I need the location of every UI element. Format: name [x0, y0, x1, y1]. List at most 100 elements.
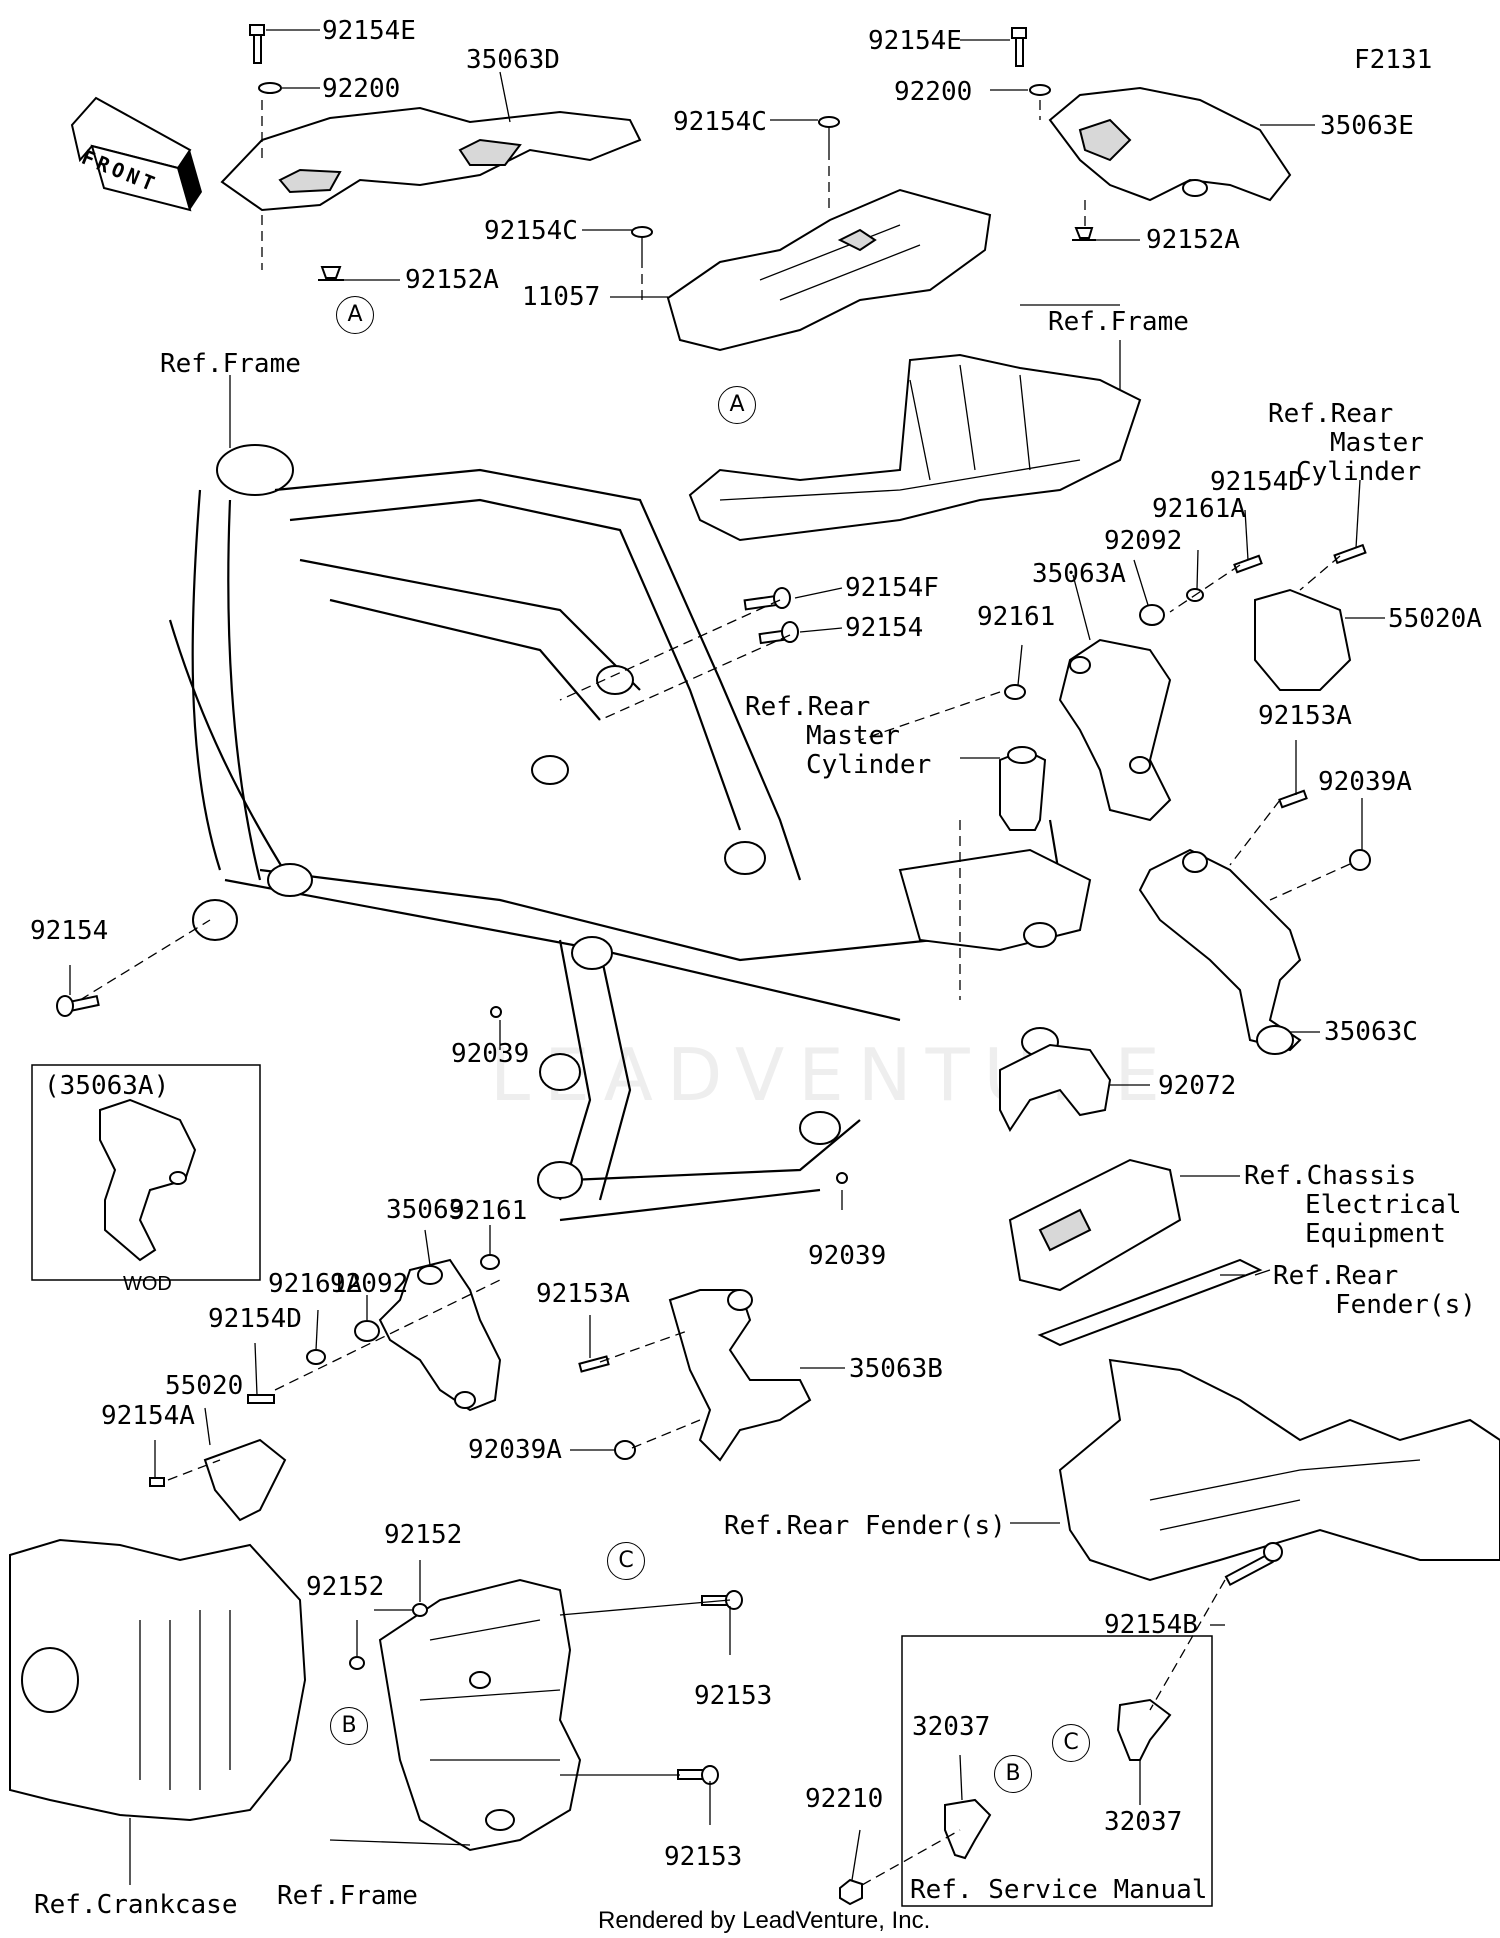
bolt-92154D-left-icon: [247, 1394, 275, 1404]
part-92161A-right-label: 92161A: [1152, 494, 1246, 524]
washer-92161-right-icon: [1004, 684, 1026, 700]
part-92152A-right-label: 92152A: [1146, 225, 1240, 255]
collar-92152A-right-icon: [1072, 227, 1096, 241]
ref-rear-master-cylinder-right-line2: Master: [1330, 428, 1424, 458]
bolt-92154-rmc-icon: [1333, 543, 1367, 565]
callout-A-top: A: [336, 296, 374, 334]
bolt-92153A-right-icon: [1278, 789, 1308, 809]
storage-tray-11057: [666, 188, 992, 352]
service-manual-box: [901, 1635, 1213, 1907]
grommet-92092-right-icon: [1139, 604, 1165, 626]
part-32037-a-label: 32037: [912, 1712, 991, 1742]
part-92154D-left-label: 92154D: [208, 1304, 302, 1334]
part-92092-right-label: 92092: [1104, 526, 1183, 556]
part-92161-left-label: 92161: [449, 1196, 528, 1226]
part-92154C-top-label: 92154C: [673, 107, 767, 137]
part-55020A-label: 55020A: [1388, 604, 1482, 634]
part-35063B-label: 35063B: [849, 1354, 943, 1384]
leader-lines: [69, 29, 1385, 1885]
footpeg-bracket-35063C: [1138, 848, 1302, 1055]
part-35063A-label: 35063A: [1032, 559, 1126, 589]
part-92153-a-label: 92153: [694, 1681, 773, 1711]
bolt-92154C-top-icon: [818, 116, 840, 150]
ref-frame-bottom-label: Ref.Frame: [277, 1881, 418, 1911]
bolt-92039-b-icon: [836, 1172, 848, 1184]
part-92039-b-label: 92039: [808, 1241, 887, 1271]
engine-mount-bracket: [378, 1578, 582, 1852]
ref-chassis-electrical-line1: Ref.Chassis: [1244, 1161, 1417, 1191]
footpeg-bracket-35063B: [668, 1289, 812, 1462]
render-credit: Rendered by LeadVenture, Inc.: [598, 1907, 931, 1934]
washer-92161A-left-icon: [306, 1349, 326, 1365]
bolt-92039A-left-icon: [614, 1440, 636, 1460]
ref-rear-master-cylinder-mid-line2: Master: [806, 721, 900, 751]
rear-fender-pad: [1037, 1258, 1263, 1347]
part-92153-b-label: 92153: [664, 1842, 743, 1872]
part-32037-b-label: 32037: [1104, 1807, 1183, 1837]
collar-92152A-left-icon: [318, 266, 344, 281]
part-92153A-left-label: 92153A: [536, 1279, 630, 1309]
ref-chassis-electrical-line2: Electrical: [1305, 1190, 1462, 1220]
bolt-92154-mid-icon: [758, 621, 799, 645]
part-92039A-left-label: 92039A: [468, 1435, 562, 1465]
callout-A-frame: A: [718, 386, 756, 424]
rear-fender-assembly: [1058, 1358, 1500, 1582]
plate-32037-left: [944, 1798, 992, 1860]
main-frame: [168, 444, 1092, 1222]
inset-title: (35063A): [44, 1071, 170, 1101]
bolt-92154A-icon: [149, 1477, 165, 1487]
bolt-92153A-left-icon: [578, 1355, 610, 1373]
part-35063-label: 35063: [386, 1195, 465, 1225]
cover-35063D: [220, 106, 642, 212]
part-92200-left-label: 92200: [322, 74, 401, 104]
part-92161A-left-label: 92161A: [268, 1269, 362, 1299]
ref-frame-left-label: Ref.Frame: [160, 349, 301, 379]
part-35063D-label: 35063D: [466, 45, 560, 75]
nut-92152-b-icon: [349, 1656, 365, 1670]
ref-rear-fender-upper-line1: Ref.Rear: [1273, 1261, 1399, 1291]
callout-B-plate: B: [994, 1755, 1032, 1793]
ref-rear-fender-upper-line2: Fender(s): [1335, 1290, 1476, 1320]
part-11057-label: 11057: [522, 282, 601, 312]
part-92200-right-label: 92200: [894, 77, 973, 107]
washer-92200-right-icon: [1029, 84, 1051, 96]
washer-92161-left-icon: [480, 1254, 500, 1270]
part-92039-a-label: 92039: [451, 1039, 530, 1069]
diagram-code-label: F2131: [1354, 45, 1433, 75]
bolt-92154F-icon: [743, 587, 791, 611]
part-92072-label: 92072: [1158, 1071, 1237, 1101]
assembly-dash-lines: [79, 100, 1351, 1886]
part-35063E-label: 35063E: [1320, 111, 1414, 141]
rear-subframe: [688, 353, 1142, 542]
washer-92200-left-icon: [258, 82, 282, 94]
ref-rear-fender-lower-label: Ref.Rear Fender(s): [724, 1511, 1006, 1541]
bolt-92153-b-icon: [677, 1765, 719, 1785]
callout-C-bracket: C: [607, 1542, 645, 1580]
bolt-92154E-right-icon: [1011, 27, 1027, 67]
part-92161-right-label: 92161: [977, 602, 1056, 632]
bolt-92154B-icon: [1224, 1542, 1283, 1587]
callout-C-plate: C: [1052, 1724, 1090, 1762]
battery-part: [1008, 1158, 1182, 1292]
part-92154E-left-label: 92154E: [322, 16, 416, 46]
part-92039A-right-label: 92039A: [1318, 767, 1412, 797]
nut-92152-a-icon: [412, 1603, 428, 1617]
battery-band-92072: [999, 1043, 1112, 1132]
plate-32037-right: [1116, 1698, 1172, 1761]
part-92154A-label: 92154A: [101, 1401, 195, 1431]
part-92154C-mid-label: 92154C: [484, 216, 578, 246]
heel-guard-55020A: [1254, 588, 1352, 691]
rear-master-cylinder-part: [999, 746, 1047, 831]
part-92154B-label: 92154B: [1104, 1610, 1198, 1640]
bolt-92039-a-icon: [490, 1006, 502, 1018]
part-92210-label: 92210: [805, 1784, 884, 1814]
part-92154D-right-label: 92154D: [1210, 467, 1304, 497]
bracket-35063A: [1058, 638, 1172, 822]
grommet-92092-left-icon: [354, 1320, 380, 1342]
cover-35063E: [1048, 86, 1292, 202]
part-92152A-left-label: 92152A: [405, 265, 499, 295]
bolt-92154E-left-icon: [249, 24, 265, 64]
part-35063C-label: 35063C: [1324, 1017, 1418, 1047]
